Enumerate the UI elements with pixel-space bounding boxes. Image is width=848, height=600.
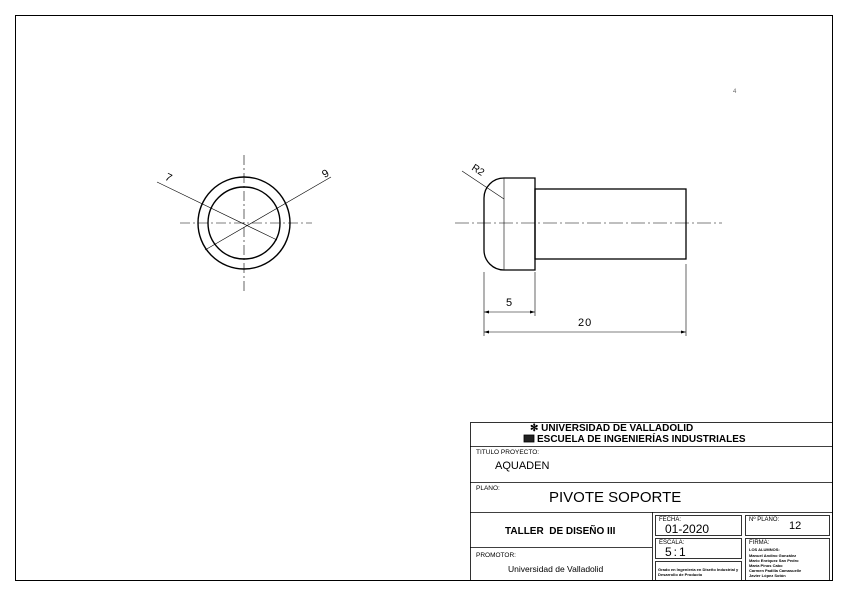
- plan-no-value: 12: [789, 520, 802, 532]
- university-name: ✻ UNIVERSIDAD DE VALLADOLID: [530, 423, 694, 434]
- title-block-lines: [470, 422, 833, 581]
- corner-mark: 4: [733, 89, 737, 95]
- author: María Pinos Cabo: [749, 563, 783, 568]
- shaft-outline: [534, 188, 687, 260]
- authors-label: LOS ALUMNOS:: [749, 547, 780, 552]
- plan-label: PLANO:: [476, 485, 500, 492]
- outer-circle: [197, 176, 291, 270]
- plan-name: PIVOTE SOPORTE: [549, 489, 682, 506]
- promoter-label: PROMOTOR:: [476, 552, 516, 559]
- course-name: TALLER DE DISEÑO III: [505, 526, 616, 537]
- inner-circle: [207, 186, 281, 260]
- head-outline: [483, 177, 536, 271]
- degree-line: Grado en Ingeniería en Diseño Industrial…: [658, 567, 739, 572]
- dim-line-7: [156, 181, 278, 241]
- project-name: AQUADEN: [495, 460, 550, 472]
- university-logo-icon: ✻: [530, 423, 542, 434]
- date-value: 01-2020: [665, 522, 710, 536]
- degree-line: Desarrollo de Producto: [658, 572, 703, 577]
- author: Manuel Andino González: [749, 553, 797, 558]
- scale-label: ESCALA:: [659, 540, 685, 546]
- dim-line-9: [204, 176, 332, 251]
- author: Carmen Padilla Camasuelle: [749, 568, 802, 573]
- authors-list: Manuel Andino González Mario Enríquez Sa…: [749, 553, 801, 578]
- side-view: [455, 170, 722, 336]
- scale-value: 5:1: [665, 545, 688, 559]
- project-label: TITULO PROYECTO:: [476, 449, 540, 456]
- degree-name: Grado en Ingeniería en Diseño Industrial…: [658, 567, 738, 577]
- plan-no-label: Nº PLANO:: [749, 517, 780, 523]
- promoter-name: Universidad de Valladolid: [508, 564, 604, 574]
- date-label: FECHA:: [659, 517, 682, 523]
- dim-label-20: 20: [578, 317, 593, 329]
- sheet-frame: [15, 15, 833, 581]
- author: Mario Enríquez San Pedro: [749, 558, 799, 563]
- r2-leader: [461, 170, 505, 200]
- school-name: ESCUELA DE INGENIERÍAS INDUSTRIALES: [537, 434, 746, 445]
- author: Javier López Sotón: [749, 573, 786, 578]
- dim-label-5: 5: [506, 297, 513, 309]
- school-logo: [523, 434, 535, 443]
- signature-label: FIRMA:: [749, 540, 770, 546]
- front-view: [156, 155, 332, 292]
